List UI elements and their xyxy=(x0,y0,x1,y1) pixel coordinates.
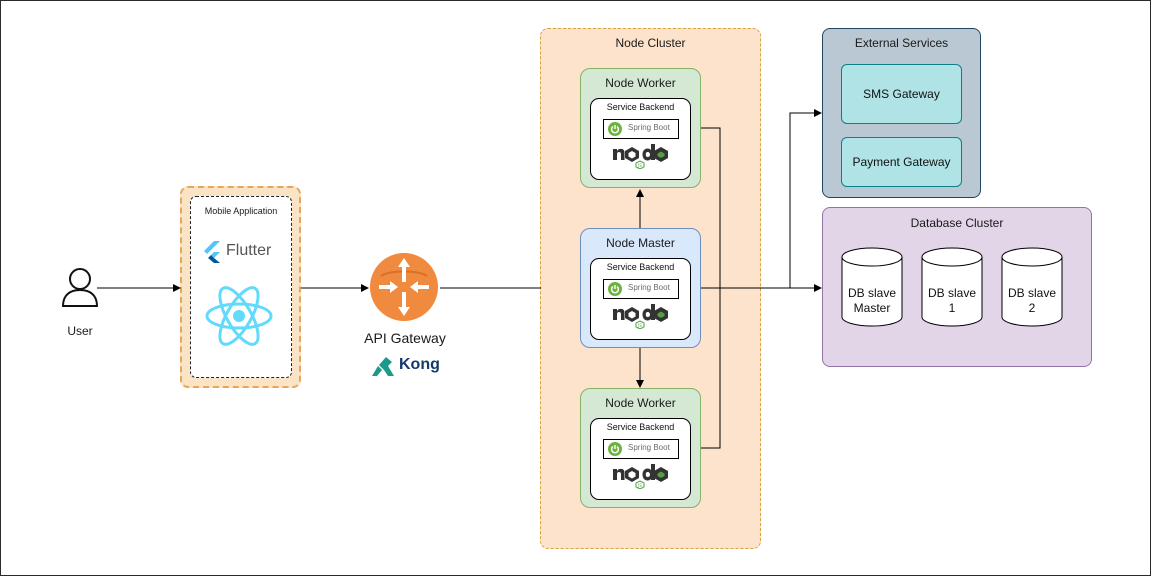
payment-gateway-label: Payment Gateway xyxy=(852,155,951,169)
service-backend-box: Service Backend Spring Boot JS xyxy=(590,98,691,180)
service-backend-box: Service Backend Spring Boot JS xyxy=(590,258,691,340)
database-cylinder-slave-1: DB slave 1 xyxy=(921,247,983,327)
database-cylinder-master: DB slave Master xyxy=(841,247,903,327)
service-backend-label: Service Backend xyxy=(606,422,675,432)
service-backend-box: Service Backend Spring Boot JS xyxy=(590,418,691,500)
svg-text:JS: JS xyxy=(637,163,642,168)
spring-boot-label: Spring Boot xyxy=(628,123,670,132)
database-label: 1 xyxy=(948,301,956,315)
react-icon xyxy=(204,283,274,349)
node-title: Node Worker xyxy=(605,396,676,410)
router-icon xyxy=(369,252,439,322)
external-services-title: External Services xyxy=(854,36,949,50)
spring-boot-label: Spring Boot xyxy=(628,443,670,452)
flutter-logo: Flutter xyxy=(202,240,282,264)
node-title: Node Master xyxy=(606,236,675,250)
flutter-icon xyxy=(204,241,220,263)
node-worker-top: Node Worker Service Backend Spring Boot … xyxy=(580,68,701,188)
database-cluster-title: Database Cluster xyxy=(910,216,1004,230)
kong-logo: Kong xyxy=(370,354,442,378)
nodejs-icon: JS xyxy=(612,143,668,170)
node-title: Node Worker xyxy=(605,76,676,90)
user-label: User xyxy=(67,324,93,338)
node-cluster-title: Node Cluster xyxy=(615,36,686,50)
edge-to-external-services xyxy=(763,109,822,289)
svg-text:JS: JS xyxy=(637,483,642,488)
database-label: DB slave xyxy=(927,286,977,300)
svg-text:JS: JS xyxy=(637,323,642,328)
node-worker-bottom: Node Worker Service Backend Spring Boot … xyxy=(580,388,701,508)
kong-icon xyxy=(372,357,394,376)
database-label: DB slave xyxy=(847,286,897,300)
database-label: DB slave xyxy=(1007,286,1057,300)
spring-boot-icon xyxy=(608,442,622,456)
database-label: 2 xyxy=(1028,301,1036,315)
flutter-label: Flutter xyxy=(226,242,272,259)
mobile-application-title: Mobile Application xyxy=(204,206,278,216)
nodejs-icon: JS xyxy=(612,303,668,330)
spring-boot-icon xyxy=(608,122,622,136)
service-backend-label: Service Backend xyxy=(606,102,675,112)
spring-boot-label: Spring Boot xyxy=(628,283,670,292)
nodejs-icon: JS xyxy=(612,463,668,490)
spring-boot-icon xyxy=(608,282,622,296)
kong-label: Kong xyxy=(399,356,440,373)
payment-gateway-box: Payment Gateway xyxy=(841,137,962,187)
spring-boot-badge: Spring Boot xyxy=(603,279,679,299)
sms-gateway-box: SMS Gateway xyxy=(841,64,962,124)
database-label: Master xyxy=(853,301,891,315)
spring-boot-badge: Spring Boot xyxy=(603,439,679,459)
spring-boot-badge: Spring Boot xyxy=(603,119,679,139)
mobile-application-box xyxy=(190,196,292,378)
service-backend-label: Service Backend xyxy=(606,262,675,272)
sms-gateway-label: SMS Gateway xyxy=(863,87,940,101)
user-icon xyxy=(60,266,100,308)
database-cylinder-slave-2: DB slave 2 xyxy=(1001,247,1063,327)
api-gateway-label: API Gateway xyxy=(364,330,446,346)
node-master: Node Master Service Backend Spring Boot … xyxy=(580,228,701,348)
